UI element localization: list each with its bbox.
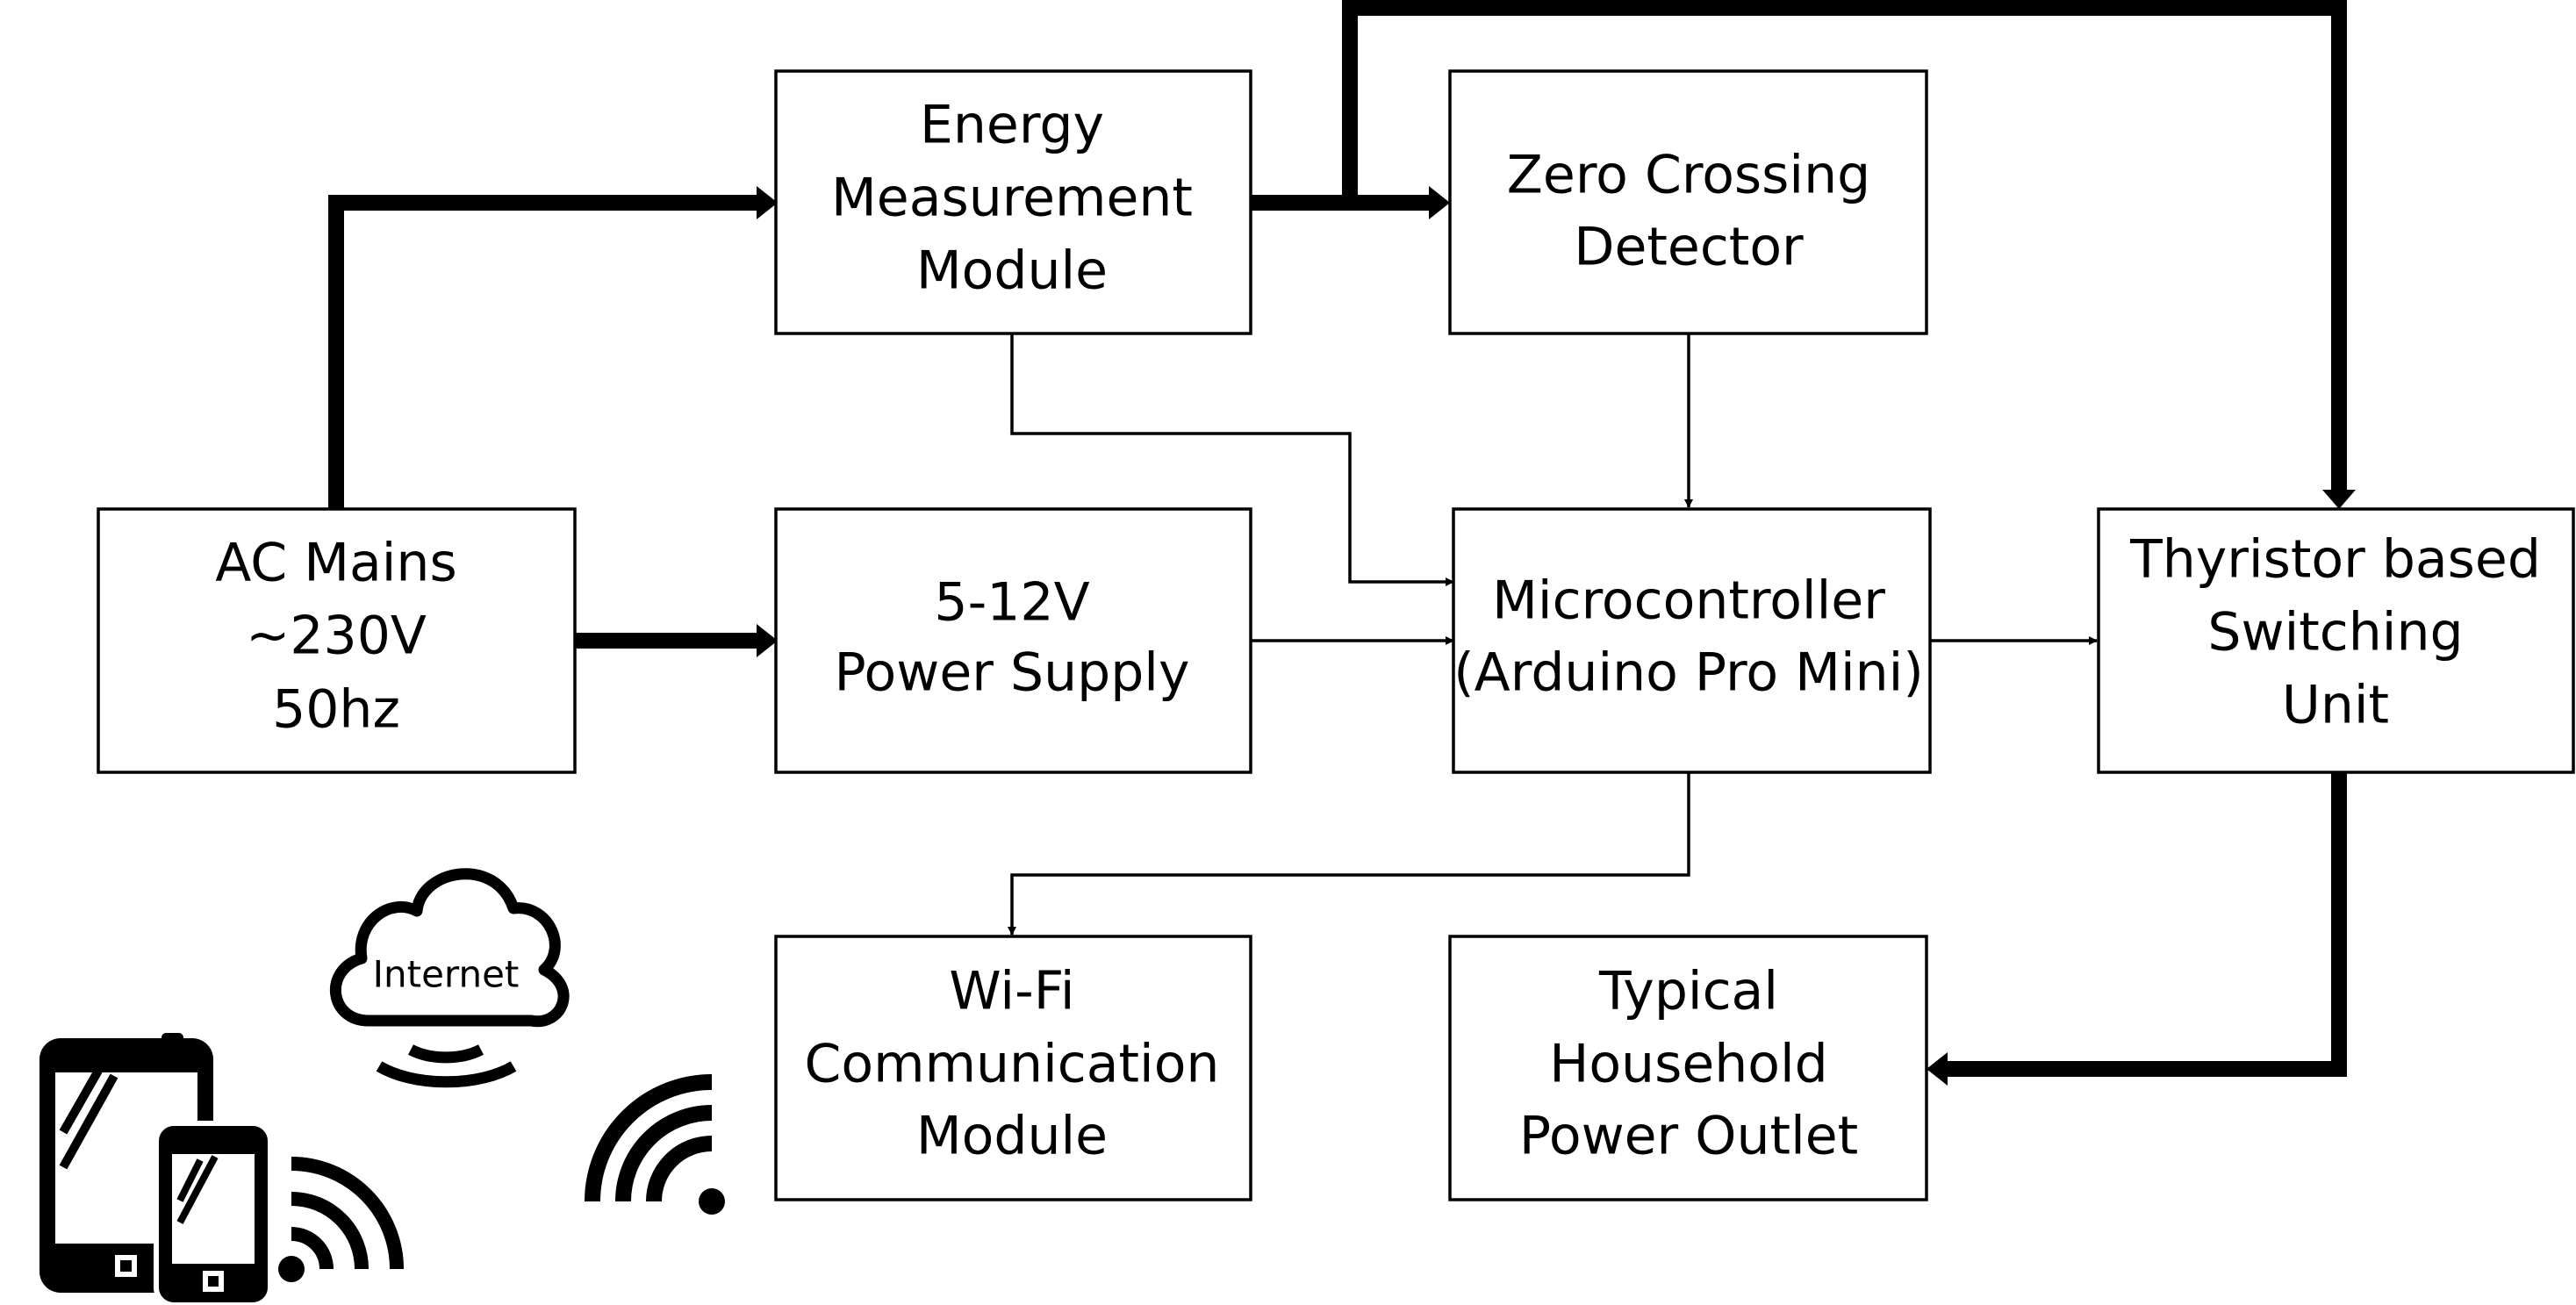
block-label: Communication — [805, 1034, 1220, 1095]
block-label: Module — [916, 240, 1108, 302]
phone-wifi-signal-icon — [278, 1157, 404, 1282]
power-supply-block: 5-12V Power Supply — [774, 507, 1252, 774]
block-label: Unit — [2282, 675, 2389, 736]
energy-to-thyristor-line — [1342, 0, 2347, 490]
energy-to-thyristor-arrowhead — [2322, 490, 2356, 509]
mcu-to-wifi-line — [1008, 772, 1690, 936]
energy-to-mcu-line — [1010, 333, 1454, 586]
block-label: Wi-Fi — [949, 961, 1074, 1022]
block-label: Switching — [2207, 602, 2463, 663]
cloud-icon: Internet — [329, 868, 570, 1088]
energy-to-zcd-arrowhead — [1429, 186, 1450, 219]
block-label: ~230V — [246, 606, 427, 667]
mains-to-psu-arrowhead — [757, 624, 778, 657]
signal-lines — [1008, 333, 2098, 936]
zero-crossing-block: Zero Crossing Detector — [1448, 69, 1928, 335]
block-label: Module — [916, 1106, 1108, 1167]
block-label: Power Outlet — [1519, 1106, 1858, 1167]
block-label: Microcontroller — [1492, 570, 1885, 632]
smartphone-icon — [154, 1121, 273, 1305]
power-outlet-block: Typical Household Power Outlet — [1448, 935, 1928, 1201]
mains-to-energy-arrowhead — [757, 186, 778, 219]
thyristor-to-outlet-arrowhead — [1927, 1052, 1948, 1086]
thyristor-to-outlet-line — [1948, 772, 2347, 1077]
thyristor-switching-block: Thyristor based Switching Unit — [2097, 507, 2575, 774]
block-label: Thyristor based — [2129, 529, 2541, 591]
block-label: Household — [1549, 1034, 1828, 1095]
block-label: Typical — [1598, 961, 1778, 1022]
block-label: 50hz — [272, 679, 400, 741]
wifi-signal-icon — [585, 1074, 725, 1215]
block-label: (Arduino Pro Mini) — [1453, 642, 1923, 704]
power-lines — [328, 0, 2356, 1086]
block-label: Energy — [920, 95, 1104, 156]
block-label: Detector — [1574, 217, 1804, 278]
energy-measurement-block: Energy Measurement Module — [774, 69, 1252, 335]
mains-to-energy-line — [328, 195, 757, 509]
block-label: Power Supply — [835, 642, 1190, 704]
block-label: Zero Crossing — [1507, 145, 1870, 206]
cloud-label: Internet — [373, 953, 520, 996]
block-label: 5-12V — [934, 572, 1089, 634]
block-label: Measurement — [831, 168, 1193, 229]
ac-mains-block: AC Mains ~230V 50hz — [97, 507, 577, 774]
wifi-module-block: Wi-Fi Communication Module — [774, 935, 1252, 1201]
block-label: AC Mains — [215, 533, 456, 594]
microcontroller-block: Microcontroller (Arduino Pro Mini) — [1452, 507, 1932, 774]
